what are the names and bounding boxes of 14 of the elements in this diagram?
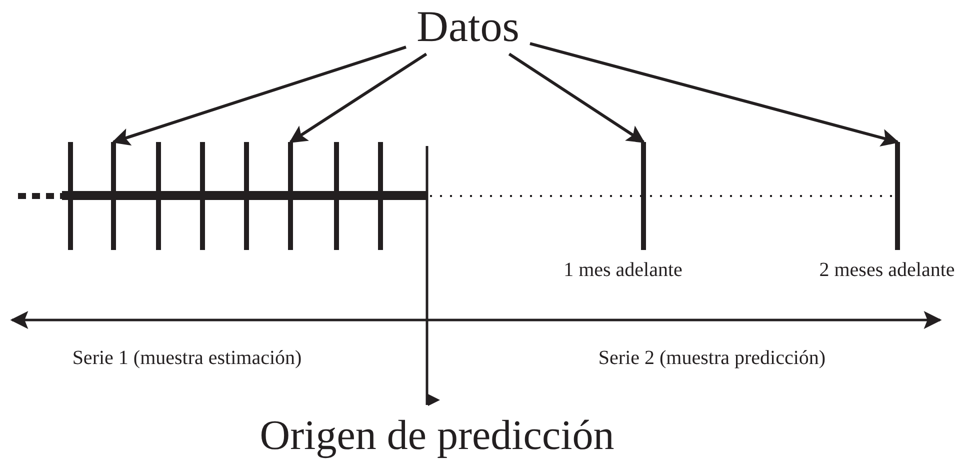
tick-mark xyxy=(641,142,646,250)
series-label: Serie 1 (muestra estimación) xyxy=(72,346,302,371)
tick-mark xyxy=(288,142,293,250)
tick-label: 2 meses adelante xyxy=(819,258,955,283)
series-label: Serie 2 (muestra predicción) xyxy=(598,346,826,371)
arrow xyxy=(112,46,406,146)
tick-mark xyxy=(111,142,116,250)
origin-label: Origen de predicción xyxy=(260,412,614,461)
arrow xyxy=(508,52,645,144)
title-text: Datos xyxy=(410,4,526,50)
tick-label: 1 mes adelante xyxy=(564,258,682,283)
arrow xyxy=(289,52,428,144)
tick-mark xyxy=(895,142,900,250)
arrow xyxy=(530,42,900,146)
